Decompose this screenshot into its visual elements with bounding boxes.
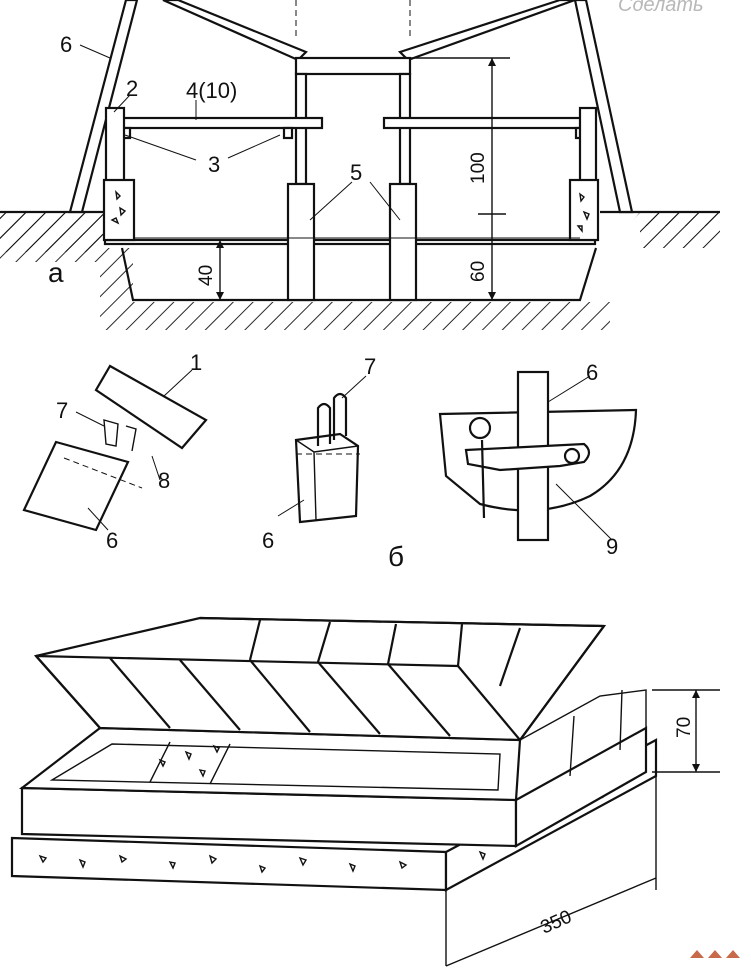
concrete-post-left bbox=[286, 182, 316, 302]
side-wall-left bbox=[104, 106, 126, 190]
detail2-post-edges bbox=[295, 439, 359, 521]
detail2-post bbox=[294, 432, 360, 524]
section-c-isometric-hotbed: 70 350 bbox=[10, 616, 720, 967]
ground-hatch-outer-left bbox=[0, 212, 104, 252]
lid-panel-dividers bbox=[35, 655, 521, 741]
detail1-centerline bbox=[63, 457, 143, 489]
concrete-base-front bbox=[10, 836, 448, 892]
detail3-eyelet bbox=[468, 416, 492, 440]
base-slab-edges bbox=[445, 776, 657, 966]
detail1-frame-bar bbox=[94, 364, 208, 450]
label-4-10: 4(10) bbox=[186, 78, 237, 103]
frame-post-left bbox=[68, 0, 139, 214]
lid-panel-upper-edges bbox=[35, 616, 605, 741]
detail2-staple bbox=[316, 392, 348, 446]
box-inner-rim bbox=[49, 743, 501, 791]
rafter-left bbox=[162, 0, 308, 62]
detail1-label-1: 1 bbox=[190, 350, 202, 375]
section-letter-a: а bbox=[48, 257, 64, 288]
foundation-aggregate bbox=[110, 190, 590, 233]
ground-hatch-outer-right bbox=[640, 212, 720, 248]
detail1-hinge-pin bbox=[103, 419, 137, 452]
dim-70-lines bbox=[652, 689, 720, 773]
detail1-post bbox=[22, 440, 130, 532]
label-5: 5 bbox=[350, 160, 362, 185]
watermark-text: Сделать bbox=[618, 0, 704, 16]
bracket-left-inner bbox=[282, 126, 294, 140]
crossbar-right bbox=[382, 116, 586, 130]
detail3-bolt bbox=[563, 447, 581, 465]
section-b-details: 1 7 8 6 7 6 6 9 б bbox=[22, 350, 638, 572]
box-back-rim bbox=[519, 689, 647, 741]
dim-350: 350 bbox=[537, 906, 575, 938]
detail1-leaders bbox=[75, 369, 193, 531]
detail2-label-7: 7 bbox=[364, 354, 376, 379]
label-3: 3 bbox=[208, 152, 220, 177]
detail-post-with-staple: 7 6 bbox=[262, 354, 376, 553]
watermark: Сделать bbox=[618, 0, 704, 16]
dim-40: 40 bbox=[196, 265, 217, 286]
dim-350-line bbox=[445, 877, 657, 967]
dim-arrow-top bbox=[488, 58, 496, 66]
concrete-post-right bbox=[388, 182, 418, 302]
label-6-a: 6 bbox=[60, 32, 72, 57]
dim-70: 70 bbox=[674, 717, 695, 738]
foundation-block-right bbox=[568, 178, 600, 242]
detail-clamp: 6 9 bbox=[438, 360, 638, 559]
pit-outline bbox=[120, 247, 598, 302]
ridge-beam bbox=[294, 56, 412, 76]
detail3-pin bbox=[480, 439, 486, 519]
dim-arrow-left-bottom bbox=[216, 292, 224, 300]
side-wall-panels bbox=[515, 689, 623, 801]
dim-60: 60 bbox=[468, 261, 489, 282]
detail1-label-7: 7 bbox=[56, 398, 68, 423]
detail3-label-9: 9 bbox=[606, 534, 618, 559]
box-side-wall bbox=[514, 726, 648, 848]
detail-hinge-joint: 1 7 8 6 bbox=[22, 350, 208, 553]
dim-100: 100 bbox=[468, 152, 489, 184]
dim-arrow-bottom bbox=[488, 292, 496, 300]
pit-top-edge bbox=[103, 238, 597, 246]
box-soil-marks bbox=[158, 744, 220, 778]
box-divider bbox=[149, 741, 231, 785]
detail2-leaders bbox=[277, 375, 367, 517]
crossbar-left bbox=[110, 116, 324, 130]
corner-logo-icon bbox=[690, 950, 740, 958]
detail3-leaders bbox=[547, 375, 613, 541]
label-2: 2 bbox=[126, 76, 138, 101]
rafter-right bbox=[397, 0, 576, 62]
detail3-clamp-band bbox=[464, 442, 591, 472]
side-wall-right bbox=[578, 106, 598, 190]
foundation-block-left bbox=[102, 178, 136, 242]
detail3-label-6: 6 bbox=[586, 360, 598, 385]
dim-arrow-left-top bbox=[216, 240, 224, 248]
section-letter-b: б bbox=[388, 541, 404, 572]
leaders-a bbox=[79, 44, 401, 221]
detail1-label-6: 6 bbox=[106, 528, 118, 553]
frame-post-right bbox=[573, 0, 634, 214]
detail1-label-8: 8 bbox=[158, 468, 170, 493]
section-a-cross-section: 6 2 4(10) 3 5 а 100 40 60 bbox=[0, 0, 720, 330]
detail2-label-6: 6 bbox=[262, 528, 274, 553]
lid-panels-frame bbox=[33, 616, 607, 742]
